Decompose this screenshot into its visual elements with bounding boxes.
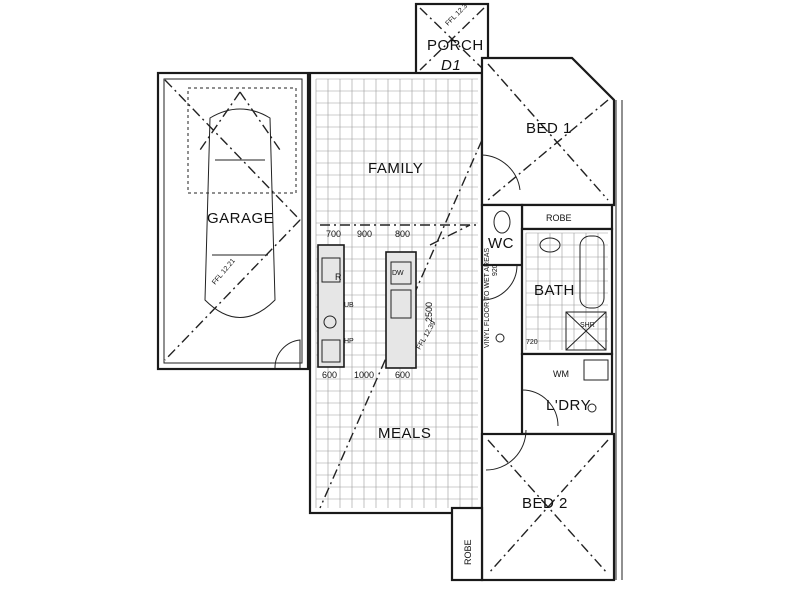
- porch-label: PORCH: [427, 37, 484, 54]
- kitchen-bench: [317, 244, 345, 368]
- fridge-label: R: [335, 272, 342, 282]
- bath-room: [520, 227, 614, 356]
- kitchen-island: [385, 251, 417, 369]
- bathtub-icon: [579, 235, 605, 309]
- dim-bottom-1: 600: [322, 370, 337, 380]
- dim-bottom-3: 600: [395, 370, 410, 380]
- wm-label: WM: [553, 369, 569, 379]
- dim-hall: 920: [492, 264, 499, 276]
- bed2-label: BED 2: [522, 495, 568, 512]
- dim-island: 2500: [424, 302, 434, 322]
- robe-bottom-room: [450, 506, 484, 582]
- dim-top-3: 800: [395, 229, 410, 239]
- shower-label: SHR: [580, 322, 595, 329]
- dim-bottom-2: 1000: [354, 370, 374, 380]
- shower-icon: [565, 311, 607, 351]
- wc-label: WC: [488, 235, 514, 252]
- dim-laundry-door: 720: [526, 339, 538, 346]
- robe-top-label: ROBE: [546, 213, 572, 223]
- bed1-room: [480, 56, 616, 207]
- car-icon: [204, 108, 276, 318]
- porch-code-label: D1: [441, 57, 461, 74]
- dim-top-1: 700: [326, 229, 341, 239]
- bed1-label: BED 1: [526, 120, 572, 137]
- laundry-tub-icon: [583, 359, 609, 381]
- garage-room: [156, 71, 310, 371]
- laundry-room: [520, 352, 614, 436]
- hotplate-label: HP: [344, 338, 354, 345]
- basin-icon: [539, 237, 561, 253]
- porch-area: [414, 2, 490, 107]
- family-label: FAMILY: [368, 160, 423, 177]
- garage-label: GARAGE: [207, 210, 274, 227]
- toilet-icon: [493, 210, 511, 234]
- bed2-room: [480, 429, 616, 582]
- dishwasher-label: DW: [392, 270, 404, 277]
- under-bench-label: UB: [344, 302, 354, 309]
- bath-label: BATH: [534, 282, 575, 299]
- dim-top-2: 900: [357, 229, 372, 239]
- meals-label: MEALS: [378, 425, 431, 442]
- robe-bottom-label: ROBE: [463, 539, 473, 565]
- hall-note: VINYL FLOOR TO WET AREAS: [484, 248, 491, 348]
- laundry-label: L'DRY: [546, 397, 591, 414]
